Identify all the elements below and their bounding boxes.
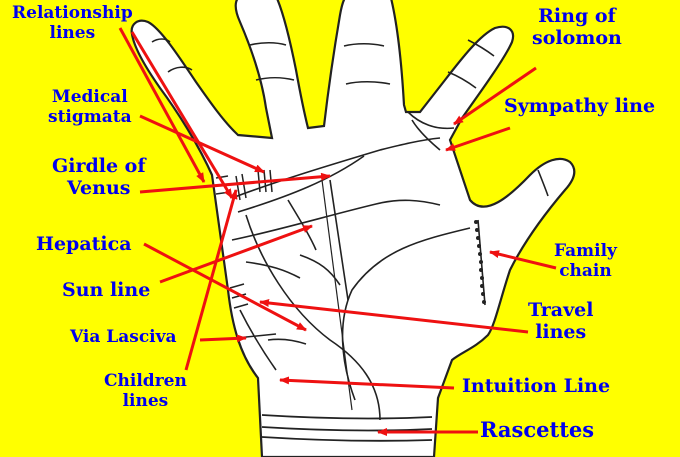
arrow-sun-line — [159, 224, 313, 284]
label-via-lasciva: Via Lasciva — [70, 327, 177, 347]
label-sympathy-line: Sympathy line — [504, 95, 656, 117]
arrow-family-chain — [489, 250, 557, 270]
arrow-children-lines — [184, 189, 238, 371]
arrow-intuition-line — [279, 376, 455, 390]
label-relationship-lines: Relationship lines — [12, 3, 133, 43]
family-chain-dots — [474, 220, 486, 304]
arrow-via-lasciva — [199, 334, 247, 343]
arrow-travel-lines — [259, 299, 529, 334]
label-children-lines: Children lines — [104, 371, 187, 411]
pointer-arrows — [118, 27, 557, 436]
label-hepatica: Hepatica — [36, 233, 132, 255]
arrow-sympathy-line — [445, 126, 511, 152]
label-intuition-line: Intuition Line — [462, 375, 611, 397]
head-line — [231, 199, 441, 241]
label-sun-line: Sun line — [62, 279, 151, 301]
arrow-ring-of-solomon — [453, 66, 537, 126]
label-travel-lines: Travel lines — [528, 299, 594, 343]
life-line — [245, 214, 381, 421]
hand-outline — [130, 0, 576, 457]
label-rascettes: Rascettes — [480, 417, 595, 442]
rascettes-lines — [261, 414, 433, 442]
arrow-relationship-lines — [118, 27, 206, 183]
arrow-girdle-of-venus — [139, 172, 331, 194]
arrow-medical-stigmata — [139, 114, 265, 174]
arrow-hepatica — [143, 242, 307, 332]
finger-creases — [151, 38, 549, 197]
arrow-relationship-lines-2 — [130, 31, 234, 199]
label-family-chain: Family chain — [554, 241, 617, 281]
heart-line — [231, 137, 441, 199]
label-ring-of-solomon: Ring of solomon — [532, 5, 622, 49]
label-girdle-of-venus: Girdle of Venus — [52, 155, 146, 199]
palm-lines — [231, 111, 486, 421]
label-medical-stigmata: Medical stigmata — [48, 87, 132, 127]
girdle-of-venus-curve — [237, 155, 365, 213]
